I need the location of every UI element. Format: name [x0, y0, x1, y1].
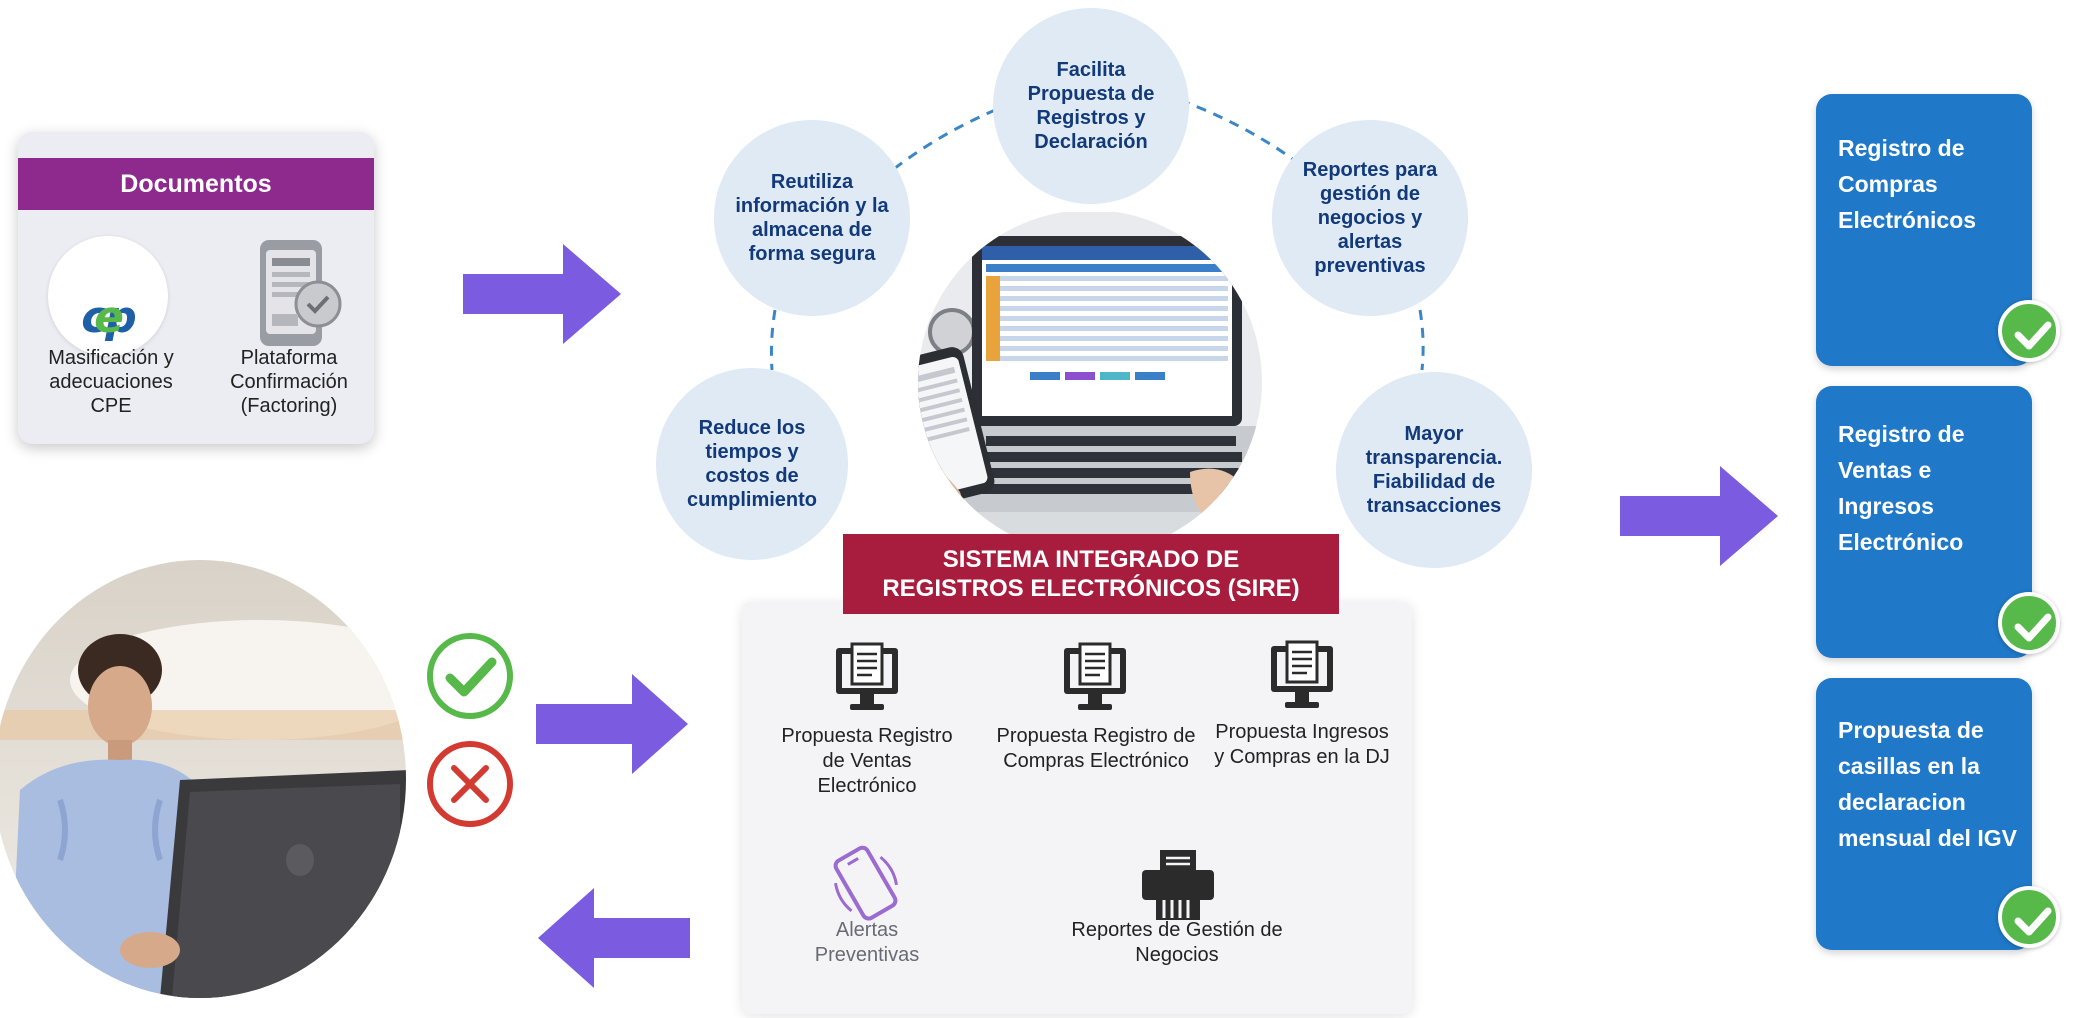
output-label-igv: Propuesta de casillas en la declaracion …	[1838, 717, 2017, 851]
document-label-factoring: Plataforma Confirmación (Factoring)	[230, 347, 348, 417]
sire-item-dj: Propuesta Ingresos y Compras en la DJ	[1214, 721, 1390, 768]
sire-title: SISTEMA INTEGRADO DE REGISTROS ELECTRÓNI…	[843, 534, 1339, 614]
arrow-right-outputs	[1620, 466, 1778, 566]
benefit-text-reportes: Reportes para gestión de negocios y aler…	[1302, 159, 1438, 277]
arrow-right-user	[536, 674, 688, 774]
monitor-document-icon	[1271, 640, 1333, 708]
benefit-bubble-reportes: Reportes para gestión de negocios y aler…	[1272, 120, 1468, 316]
sire-panel: Propuesta Registro de Ventas Electrónico…	[742, 602, 1412, 1014]
arrow-left-user	[538, 888, 690, 988]
output-box-ventas: Registro de Ventas e Ingresos Electrónic…	[1816, 386, 2032, 658]
output-label-compras: Registro de Compras Electrónicos	[1838, 135, 1977, 233]
user-photo	[0, 560, 406, 998]
printer-icon	[1142, 850, 1214, 920]
sire-item-reportes: Reportes de Gestión de Negocios	[1071, 919, 1283, 966]
benefit-bubble-reutiliza: Reutiliza información y la almacena de f…	[714, 120, 910, 316]
check-badge-icon	[1998, 592, 2060, 654]
laptop-photo	[918, 212, 1262, 552]
monitor-document-icon	[836, 642, 898, 710]
factoring-platform-icon	[260, 240, 342, 346]
arrow-right-documents	[463, 244, 621, 344]
benefit-text-reduce: Reduce los tiempos y costos de cumplimie…	[686, 417, 817, 511]
check-badge-icon	[1998, 886, 2060, 948]
benefit-text-facilita: Facilita Propuesta de Registros y Declar…	[1027, 59, 1155, 153]
monitor-document-icon	[1064, 642, 1126, 710]
document-label-cpe: Masificación y adecuaciones CPE	[48, 347, 174, 417]
sire-title-text: SISTEMA INTEGRADO DE REGISTROS ELECTRÓNI…	[882, 546, 1300, 602]
sire-item-alertas: Alertas Preventivas	[814, 919, 920, 966]
benefit-bubble-reduce: Reduce los tiempos y costos de cumplimie…	[656, 368, 848, 560]
phone-alert-icon	[833, 845, 898, 921]
benefit-text-transparencia: Mayor transparencia. Fiabilidad de trans…	[1365, 423, 1503, 517]
reject-circle-icon	[427, 741, 513, 827]
benefit-bubble-transparencia: Mayor transparencia. Fiabilidad de trans…	[1336, 372, 1532, 568]
output-label-ventas: Registro de Ventas e Ingresos Electrónic…	[1838, 421, 1965, 555]
output-box-compras: Registro de Compras Electrónicos	[1816, 94, 2032, 366]
benefit-bubble-facilita: Facilita Propuesta de Registros y Declar…	[993, 8, 1189, 204]
output-box-igv: Propuesta de casillas en la declaracion …	[1816, 678, 2032, 950]
sire-item-ventas: Propuesta Registro de Ventas Electrónico	[781, 725, 953, 797]
sire-item-compras: Propuesta Registro de Compras Electrónic…	[996, 725, 1196, 772]
benefit-text-reutiliza: Reutiliza información y la almacena de f…	[735, 171, 889, 265]
check-circle-icon	[427, 633, 513, 719]
documents-title: Documentos	[18, 158, 374, 210]
check-badge-icon	[1998, 300, 2060, 362]
